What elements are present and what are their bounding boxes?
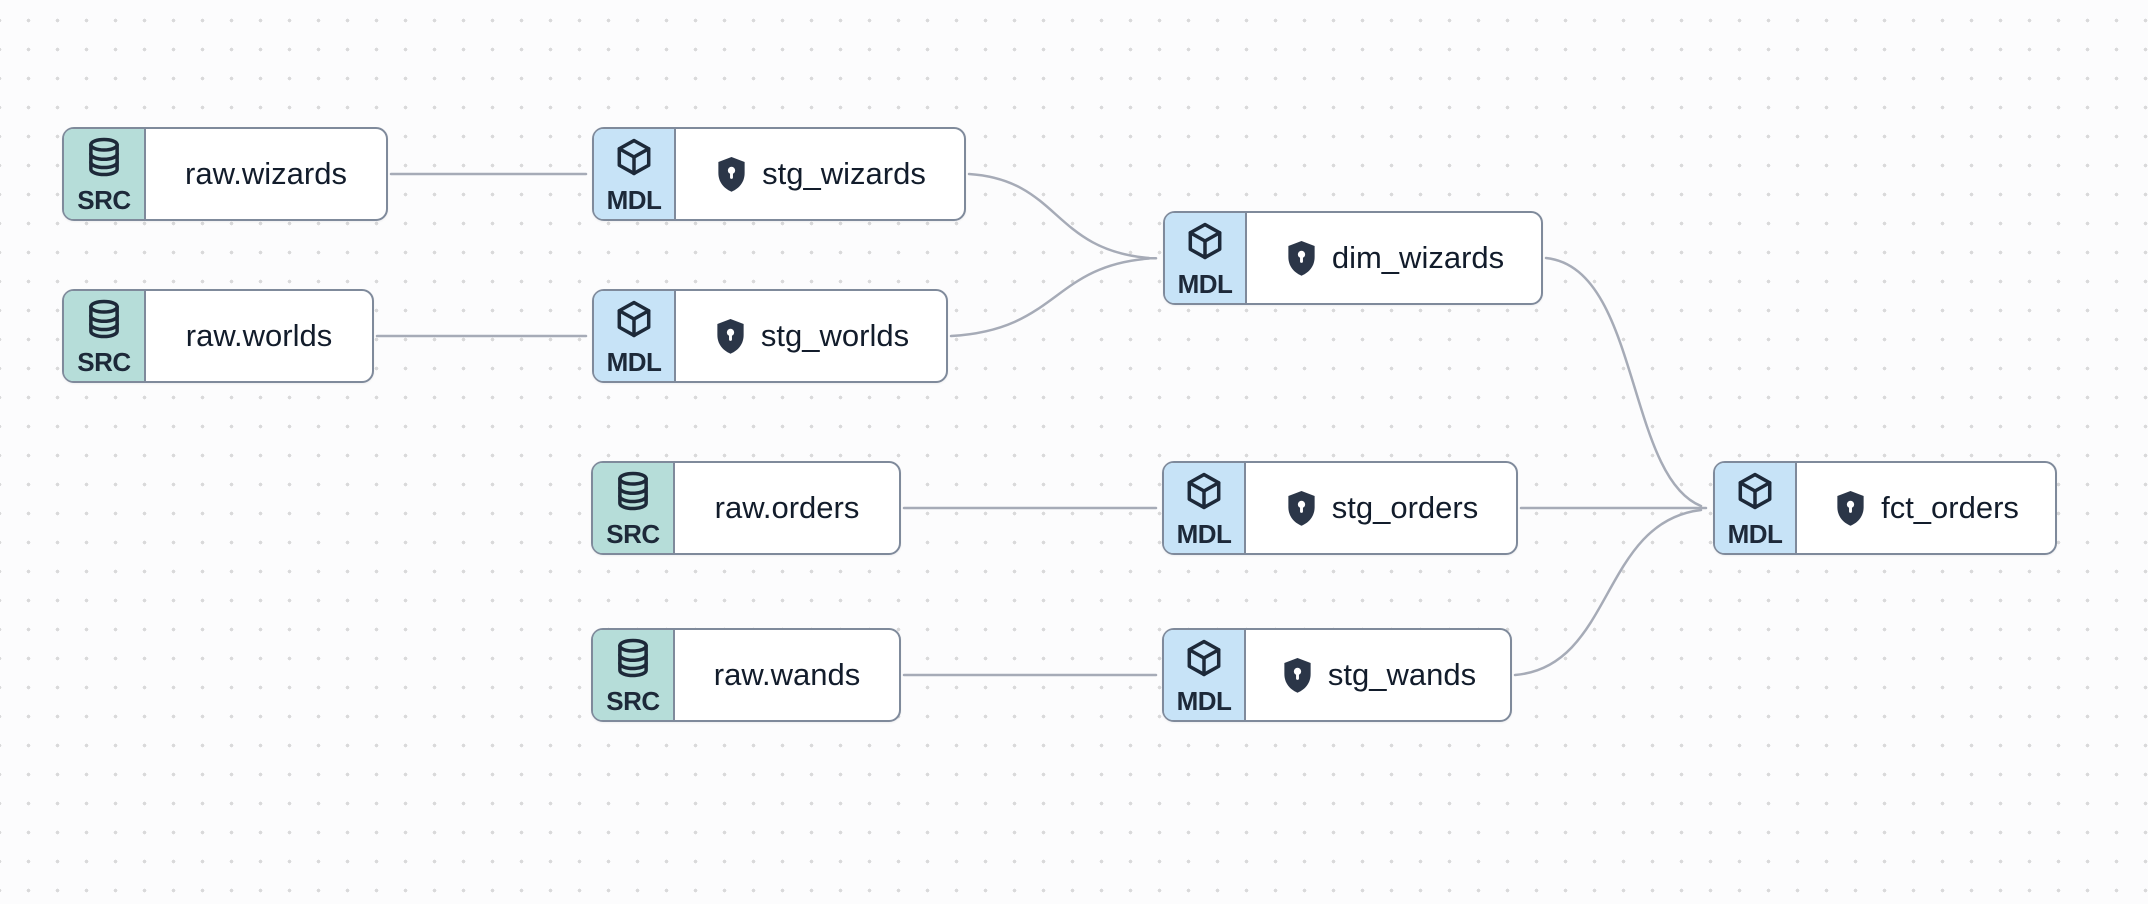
node-body: stg_wands [1246,630,1510,720]
node-label: stg_worlds [760,318,910,353]
badge-label: MDL [606,185,662,215]
shield-lock-icon [1284,489,1319,528]
node-body: stg_worlds [676,291,946,381]
lineage-node-dim-wizards[interactable]: MDL dim_wizards [1163,211,1543,305]
model-badge: MDL [1165,213,1247,303]
shield-lock-icon [1833,489,1868,528]
shield-lock-icon [1284,239,1319,278]
source-badge: SRC [64,129,146,219]
source-badge: SRC [64,291,146,381]
edge-stg_wands-fct_orders [1513,508,1703,677]
badge-label: MDL [1176,519,1232,549]
lineage-node-stg-wizards[interactable]: MDL stg_wizards [592,127,966,221]
node-label: stg_orders [1331,490,1479,525]
node-body: fct_orders [1797,463,2055,553]
node-label: stg_wands [1327,657,1477,692]
lineage-node-stg-worlds[interactable]: MDL stg_worlds [592,289,948,383]
node-label: fct_orders [1881,490,2019,525]
source-badge: SRC [593,463,675,553]
node-label: stg_wizards [762,156,926,191]
shield-lock-icon [714,155,749,194]
lineage-node-raw-wands[interactable]: SRC raw.wands [591,628,901,722]
cube-icon [613,298,655,340]
badge-label: MDL [1176,686,1232,716]
node-body: stg_wizards [676,129,964,219]
database-icon [612,470,654,512]
source-badge: SRC [593,630,675,720]
database-icon [83,298,125,340]
node-body: stg_orders [1246,463,1516,553]
node-body: raw.orders [675,463,899,553]
shield-lock-icon [1280,656,1315,695]
node-label: raw.wizards [185,156,347,191]
node-label: dim_wizards [1331,240,1505,275]
lineage-node-raw-worlds[interactable]: SRC raw.worlds [62,289,374,383]
badge-label: SRC [77,185,131,215]
lineage-node-fct-orders[interactable]: MDL fct_orders [1713,461,2057,555]
database-icon [612,637,654,679]
badge-label: MDL [1177,269,1233,299]
lineage-node-raw-orders[interactable]: SRC raw.orders [591,461,901,555]
node-label: raw.wands [713,657,861,692]
cube-icon [1183,637,1225,679]
lineage-node-raw-wizards[interactable]: SRC raw.wizards [62,127,388,221]
edge-stg_worlds-dim_wizards [949,257,1151,338]
node-body: dim_wizards [1247,213,1541,303]
cube-icon [1734,470,1776,512]
database-icon [83,136,125,178]
model-badge: MDL [594,291,676,381]
badge-label: SRC [77,347,131,377]
lineage-node-stg-orders[interactable]: MDL stg_orders [1162,461,1518,555]
badge-label: MDL [606,347,662,377]
node-label: raw.orders [714,490,860,525]
node-label: raw.worlds [185,318,333,353]
edge-stg_wizards-dim_wizards [967,172,1151,260]
model-badge: MDL [1164,463,1246,553]
cube-icon [1183,470,1225,512]
model-badge: MDL [1715,463,1797,553]
node-body: raw.worlds [146,291,372,381]
badge-label: SRC [606,686,660,716]
model-badge: MDL [1164,630,1246,720]
node-body: raw.wands [675,630,899,720]
cube-icon [613,136,655,178]
lineage-node-stg-wands[interactable]: MDL stg_wands [1162,628,1512,722]
shield-lock-icon [713,317,748,356]
badge-label: SRC [606,519,660,549]
edge-dim_wizards-fct_orders [1544,256,1703,508]
cube-icon [1184,220,1226,262]
node-body: raw.wizards [146,129,386,219]
badge-label: MDL [1727,519,1783,549]
model-badge: MDL [594,129,676,219]
